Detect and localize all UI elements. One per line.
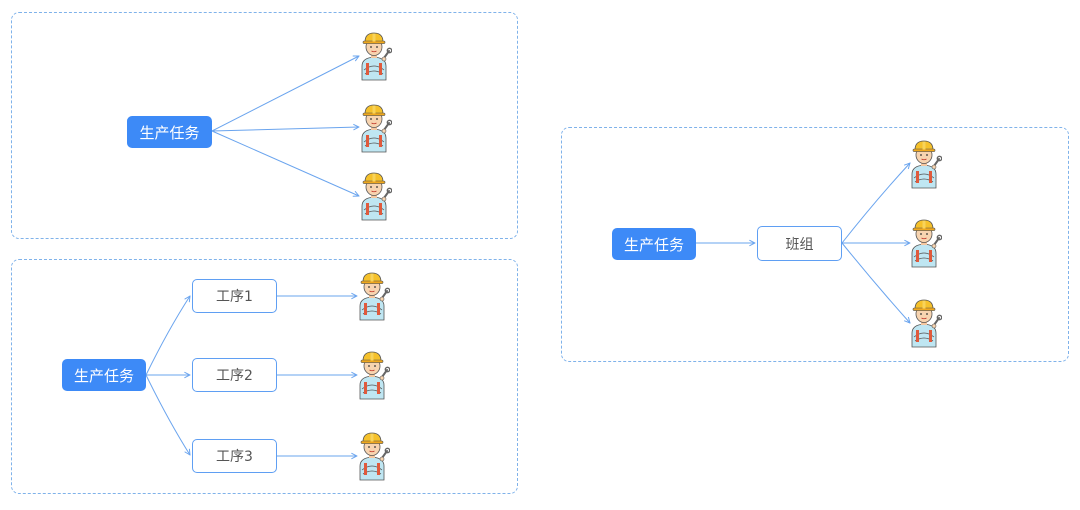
- construction-worker-icon: [356, 30, 392, 82]
- process-task-node: 生产任务: [62, 359, 146, 391]
- fan-diagram-panel: [11, 12, 518, 239]
- edge-task-to-worker-3: [211, 130, 359, 196]
- construction-worker-icon: [906, 138, 942, 190]
- process-diagram-panel: [11, 259, 518, 494]
- edge-task-to-worker-2: [211, 127, 359, 132]
- edge-team-to-worker-1: [841, 163, 910, 244]
- step-node-3: 工序3: [192, 439, 277, 473]
- construction-worker-icon: [356, 102, 392, 154]
- edge-task-to-worker-1: [211, 56, 359, 132]
- step-node-2: 工序2: [192, 358, 277, 392]
- team-diagram-panel: [561, 127, 1069, 362]
- edge-task-to-step-1: [145, 296, 190, 376]
- construction-worker-icon: [906, 217, 942, 269]
- construction-worker-icon: [356, 170, 392, 222]
- construction-worker-icon: [354, 430, 390, 482]
- team-task-node: 生产任务: [612, 228, 696, 260]
- construction-worker-icon: [354, 349, 390, 401]
- fan-task-node: 生产任务: [127, 116, 212, 148]
- step-node-1: 工序1: [192, 279, 277, 313]
- construction-worker-icon: [354, 270, 390, 322]
- edge-task-to-step-3: [145, 374, 190, 455]
- edge-team-to-worker-3: [841, 242, 910, 323]
- team-node: 班组: [757, 226, 842, 261]
- construction-worker-icon: [906, 297, 942, 349]
